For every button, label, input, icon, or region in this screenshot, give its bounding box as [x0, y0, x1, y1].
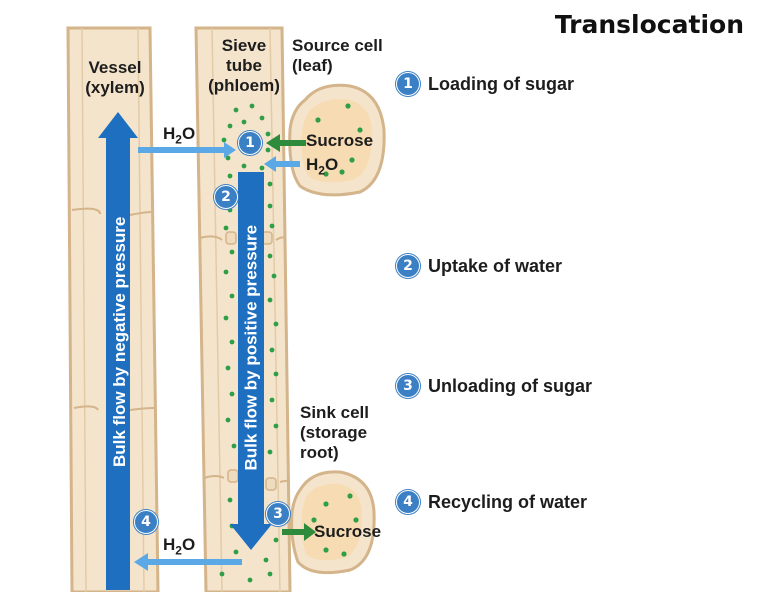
step-number-1: 1	[396, 72, 420, 96]
water-label-source: H2O	[306, 155, 339, 178]
sieve-plates	[225, 231, 277, 491]
step-text-3: Unloading of sugar	[428, 375, 592, 396]
water-arrow-top	[138, 142, 236, 158]
sucrose-label-top: Sucrose	[306, 131, 374, 150]
step-number-2: 2	[396, 254, 420, 278]
step-item-2: 2 Uptake of water	[396, 254, 562, 278]
sucrose-arrow-in	[266, 134, 306, 152]
step-text-1: Loading of sugar	[428, 73, 574, 94]
water-label-bottom: H2O	[163, 535, 196, 558]
xylem-bulk-flow-arrow	[98, 112, 138, 590]
bulk-negative-label: Bulk flow by negative pressure	[110, 216, 129, 467]
water-arrow-bottom	[134, 553, 242, 571]
vessel-label: Vessel (xylem)	[85, 58, 145, 97]
step-number-3: 3	[396, 374, 420, 398]
sucrose-arrow-out	[282, 523, 316, 541]
step-item-1: 1 Loading of sugar	[396, 72, 574, 96]
source-cell-label: Source cell (leaf)	[292, 36, 383, 75]
bulk-positive-label: Bulk flow by positive pressure	[241, 224, 261, 471]
step-item-3: 3 Unloading of sugar	[396, 374, 592, 398]
phloem-bulk-flow-arrow	[230, 172, 272, 550]
sucrose-label-bottom: Sucrose	[314, 522, 382, 541]
step-marker-4: 4	[134, 510, 158, 534]
sink-cell-label: Sink cell (storage root)	[300, 403, 369, 462]
step-item-4: 4 Recycling of water	[396, 490, 587, 514]
sieve-tube-label: Sieve tube (phloem)	[208, 36, 280, 95]
step-text-4: Recycling of water	[428, 491, 588, 512]
step-text-2: Uptake of water	[428, 255, 563, 276]
water-label-top: H2O	[163, 124, 196, 147]
step-marker-3: 3	[266, 502, 290, 526]
step-marker-2: 2	[214, 185, 238, 209]
water-arrow-source	[264, 156, 300, 172]
step-number-4: 4	[396, 490, 420, 514]
step-marker-1: 1	[238, 131, 262, 155]
page-title: Translocation	[554, 10, 744, 39]
